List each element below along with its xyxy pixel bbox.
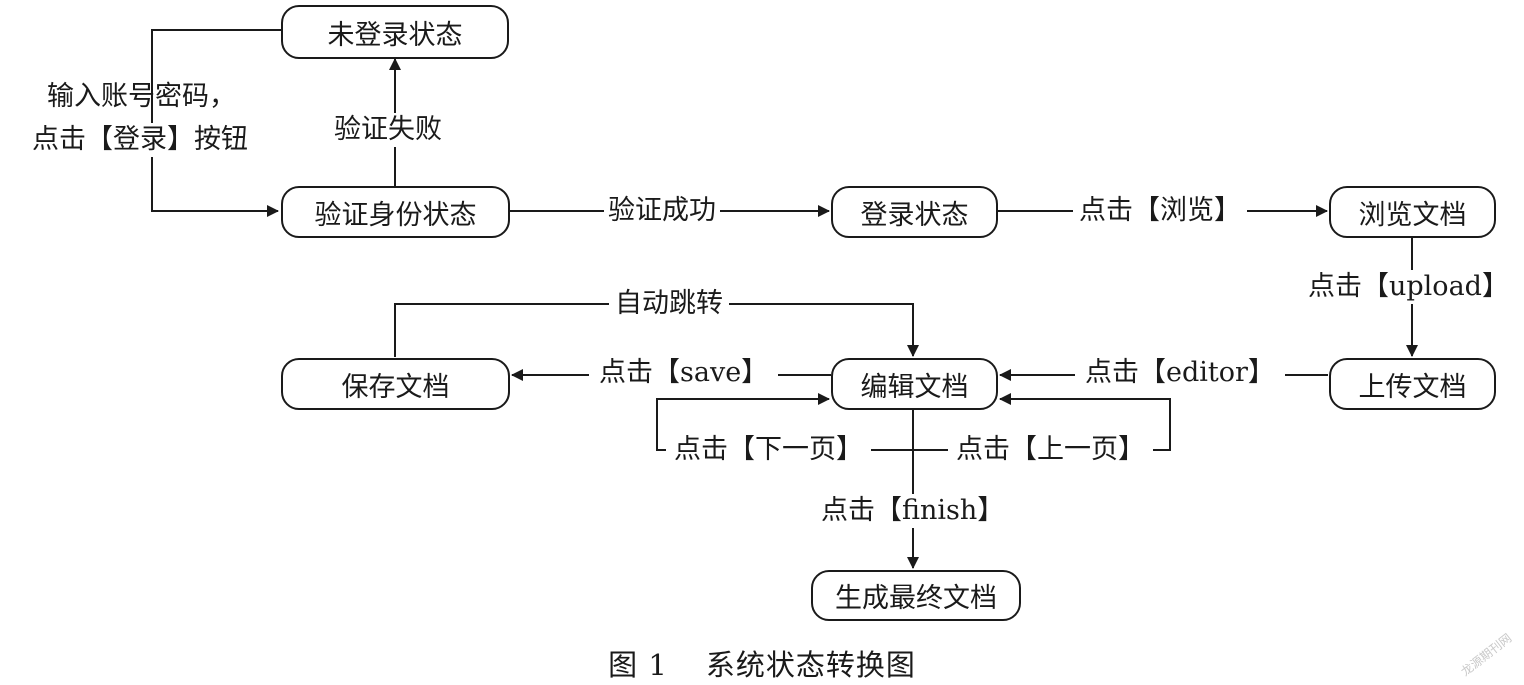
label-click-prev-page: 点击【上一页】 xyxy=(948,433,1153,467)
label-auto-redirect: 自动跳转 xyxy=(609,287,729,321)
state-verify-identity: 验证身份状态 xyxy=(281,186,510,238)
label-verify-success: 验证成功 xyxy=(604,194,720,228)
state-not-logged-in: 未登录状态 xyxy=(281,5,509,59)
state-save-doc: 保存文档 xyxy=(281,358,510,410)
edge-login-input xyxy=(151,29,282,217)
state-edit-doc: 编辑文档 xyxy=(831,358,998,410)
figure-title: 系统状态转换图 xyxy=(705,648,916,682)
state-final-doc: 生成最终文档 xyxy=(811,570,1021,621)
state-logged-in: 登录状态 xyxy=(831,186,998,238)
label-input-credentials-1: 输入账号密码， xyxy=(47,81,236,112)
label-verify-failed: 验证失败 xyxy=(334,113,442,147)
label-click-upload: 点击【upload】 xyxy=(1304,270,1513,304)
state-upload-doc: 上传文档 xyxy=(1329,358,1496,410)
label-click-save: 点击【save】 xyxy=(589,356,779,390)
label-click-editor: 点击【editor】 xyxy=(1075,356,1285,390)
label-click-next-page: 点击【下一页】 xyxy=(666,433,871,467)
label-click-browse: 点击【浏览】 xyxy=(1073,194,1247,228)
state-browse-doc: 浏览文档 xyxy=(1329,186,1496,238)
label-click-finish: 点击【finish】 xyxy=(815,494,1011,528)
label-input-credentials-2: 点击【登录】按钮 xyxy=(32,123,248,157)
figure-number: 图 1 xyxy=(608,648,668,682)
figure-caption: 图 1 系统状态转换图 xyxy=(0,642,1524,684)
